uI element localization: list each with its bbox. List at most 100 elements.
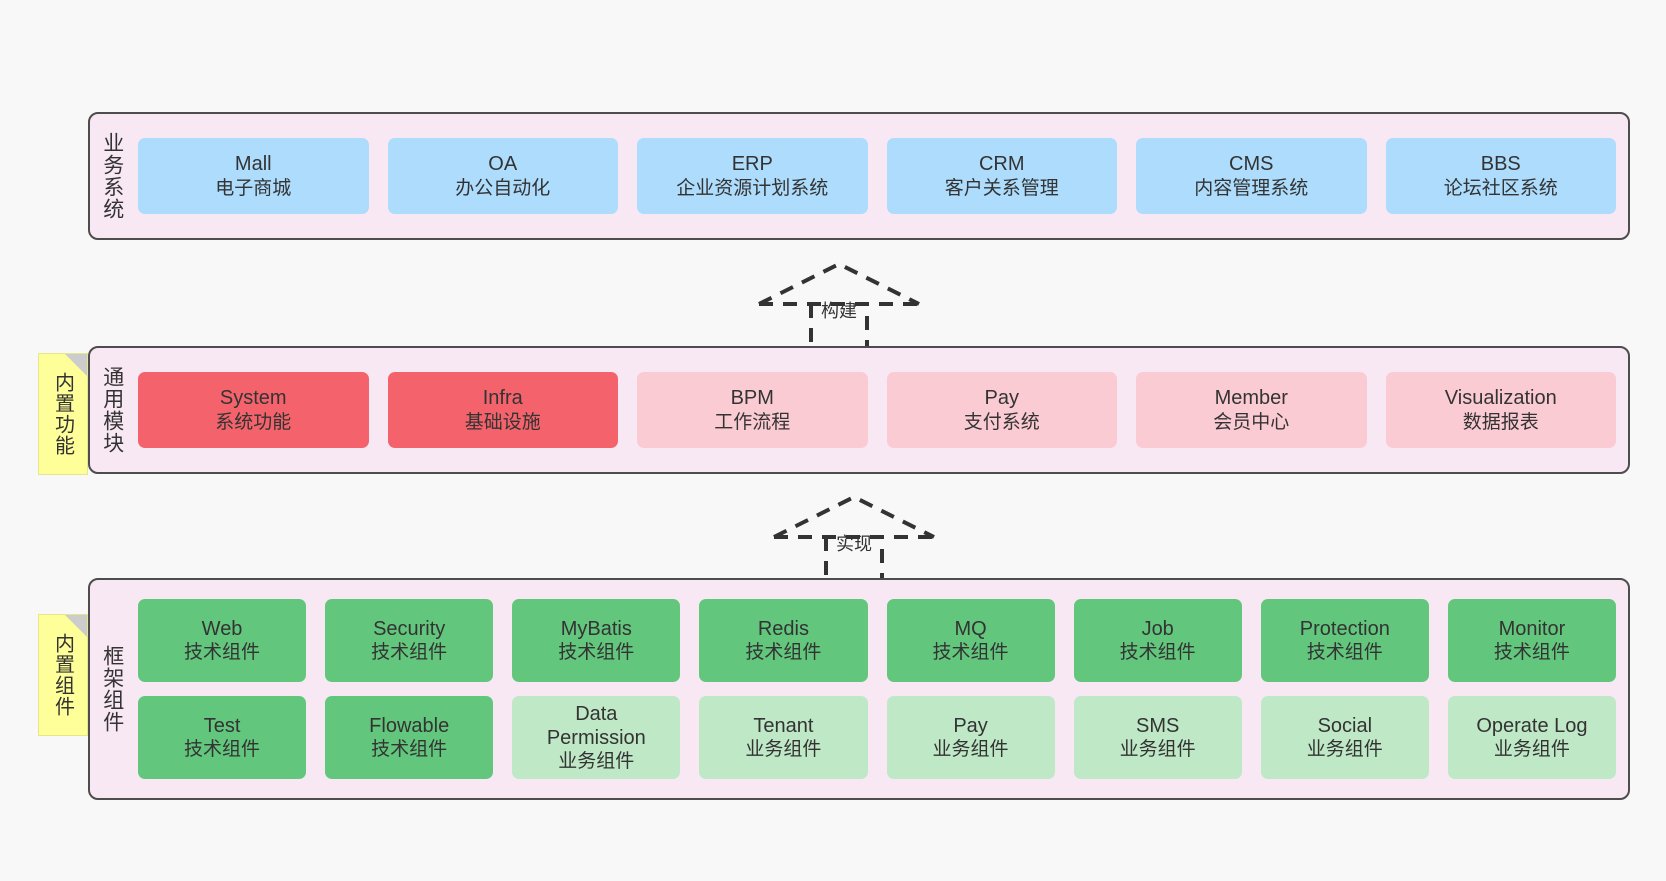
layer-title-common-modules: 通用模块 (100, 366, 124, 454)
card-title: Social (1317, 714, 1373, 737)
card-title: Flowable (369, 714, 450, 737)
layer-common-modules: 通用模块 System 系统功能 Infra 基础设施 BPM 工作流程 Pay… (88, 346, 1630, 474)
card-tenant[interactable]: Tenant 业务组件 (699, 696, 868, 779)
card-subtitle: 技术组件 (1493, 642, 1570, 664)
card-subtitle: 内容管理系统 (1194, 177, 1309, 199)
card-subtitle: 客户关系管理 (944, 177, 1059, 199)
card-title: Pay (984, 387, 1019, 410)
card-subtitle: 技术组件 (184, 739, 261, 761)
card-subtitle: 系统功能 (215, 411, 292, 433)
card-title: Pay (953, 714, 988, 737)
card-title: Data (575, 702, 618, 725)
card-title: Protection (1299, 617, 1390, 640)
card-subtitle: 业务组件 (1493, 739, 1570, 761)
card-member[interactable]: Member 会员中心 (1136, 372, 1367, 448)
card-subtitle: 业务组件 (1306, 739, 1383, 761)
layer-body-business-systems: Mall 电子商城 OA 办公自动化 ERP 企业资源计划系统 CRM 客户关系… (134, 114, 1628, 238)
card-row: System 系统功能 Infra 基础设施 BPM 工作流程 Pay 支付系统… (138, 372, 1616, 448)
card-title: Job (1141, 617, 1174, 640)
card-title: Tenant (753, 714, 814, 737)
card-subtitle: 论坛社区系统 (1443, 177, 1558, 199)
card-title: OA (488, 153, 518, 176)
card-title: ERP (731, 153, 773, 176)
card-subtitle: 业务组件 (558, 751, 635, 773)
card-subtitle: 业务组件 (1119, 739, 1196, 761)
card-mybatis[interactable]: MyBatis 技术组件 (512, 599, 681, 682)
card-subtitle: 技术组件 (932, 642, 1009, 664)
card-cms[interactable]: CMS 内容管理系统 (1136, 138, 1367, 214)
card-title: System (219, 387, 287, 410)
layer-business-systems: 业务系统 Mall 电子商城 OA 办公自动化 ERP 企业资源计划系统 CRM… (88, 112, 1630, 240)
card-bbs[interactable]: BBS 论坛社区系统 (1385, 138, 1616, 214)
card-mall[interactable]: Mall 电子商城 (138, 138, 369, 214)
connector-build: 构建 (749, 259, 929, 351)
note-label: 内置组件 (51, 633, 74, 717)
card-title: BBS (1480, 153, 1521, 176)
card-subtitle: 工作流程 (714, 411, 791, 433)
card-oa[interactable]: OA 办公自动化 (387, 138, 618, 214)
card-mq[interactable]: MQ 技术组件 (886, 599, 1055, 682)
card-subtitle: 办公自动化 (455, 177, 551, 199)
card-test[interactable]: Test 技术组件 (138, 696, 307, 779)
card-title-line2: Permission (546, 726, 646, 749)
card-title: SMS (1136, 714, 1180, 737)
card-operate-log[interactable]: Operate Log 业务组件 (1447, 696, 1616, 779)
card-title: Security (373, 617, 446, 640)
connector-label: 构建 (821, 301, 857, 321)
layer-title-business-systems: 业务系统 (100, 132, 124, 220)
card-pay-component[interactable]: Pay 业务组件 (886, 696, 1055, 779)
card-protection[interactable]: Protection 技术组件 (1260, 599, 1429, 682)
card-row: Web 技术组件 Security 技术组件 MyBatis 技术组件 Redi… (138, 599, 1616, 682)
card-sms[interactable]: SMS 业务组件 (1073, 696, 1242, 779)
card-subtitle: 技术组件 (1119, 642, 1196, 664)
card-subtitle: 技术组件 (558, 642, 635, 664)
card-bpm[interactable]: BPM 工作流程 (637, 372, 868, 448)
sticky-note-builtin-components: 内置组件 (38, 614, 88, 736)
card-subtitle: 技术组件 (184, 642, 261, 664)
card-security[interactable]: Security 技术组件 (325, 599, 494, 682)
card-subtitle: 技术组件 (371, 642, 448, 664)
card-subtitle: 基础设施 (464, 411, 541, 433)
card-title: MQ (954, 617, 987, 640)
card-title: CRM (978, 153, 1025, 176)
card-title: Redis (757, 617, 809, 640)
note-fold-corner-icon (65, 615, 87, 637)
layer-body-common-modules: System 系统功能 Infra 基础设施 BPM 工作流程 Pay 支付系统… (134, 348, 1628, 472)
card-crm[interactable]: CRM 客户关系管理 (886, 138, 1117, 214)
card-subtitle: 支付系统 (963, 411, 1040, 433)
card-title: Web (201, 617, 243, 640)
card-subtitle: 技术组件 (745, 642, 822, 664)
card-redis[interactable]: Redis 技术组件 (699, 599, 868, 682)
sticky-note-builtin-functions: 内置功能 (38, 353, 88, 475)
card-subtitle: 业务组件 (745, 739, 822, 761)
card-web[interactable]: Web 技术组件 (138, 599, 307, 682)
card-title: Visualization (1444, 387, 1557, 410)
card-title: CMS (1229, 153, 1274, 176)
layer-framework-components: 框架组件 Web 技术组件 Security 技术组件 MyBatis 技术组件… (88, 578, 1630, 800)
card-data-permission[interactable]: Data Permission 业务组件 (512, 696, 681, 779)
card-system[interactable]: System 系统功能 (138, 372, 369, 448)
connector-implement: 实现 (764, 492, 944, 584)
card-social[interactable]: Social 业务组件 (1260, 696, 1429, 779)
card-title: Infra (482, 387, 523, 410)
card-erp[interactable]: ERP 企业资源计划系统 (637, 138, 868, 214)
card-title: Member (1214, 387, 1288, 410)
card-row: Mall 电子商城 OA 办公自动化 ERP 企业资源计划系统 CRM 客户关系… (138, 138, 1616, 214)
card-flowable[interactable]: Flowable 技术组件 (325, 696, 494, 779)
note-label: 内置功能 (51, 372, 74, 456)
card-row: Test 技术组件 Flowable 技术组件 Data Permission … (138, 696, 1616, 779)
card-subtitle: 会员中心 (1213, 411, 1290, 433)
card-title: BPM (730, 387, 774, 410)
card-infra[interactable]: Infra 基础设施 (387, 372, 618, 448)
card-subtitle: 业务组件 (932, 739, 1009, 761)
card-title: Mall (234, 153, 272, 176)
card-subtitle: 数据报表 (1462, 411, 1539, 433)
card-monitor[interactable]: Monitor 技术组件 (1447, 599, 1616, 682)
card-subtitle: 技术组件 (1306, 642, 1383, 664)
card-visualization[interactable]: Visualization 数据报表 (1385, 372, 1616, 448)
card-title: Monitor (1498, 617, 1566, 640)
card-subtitle: 企业资源计划系统 (676, 177, 829, 199)
card-pay[interactable]: Pay 支付系统 (886, 372, 1117, 448)
card-job[interactable]: Job 技术组件 (1073, 599, 1242, 682)
card-title: MyBatis (560, 617, 632, 640)
